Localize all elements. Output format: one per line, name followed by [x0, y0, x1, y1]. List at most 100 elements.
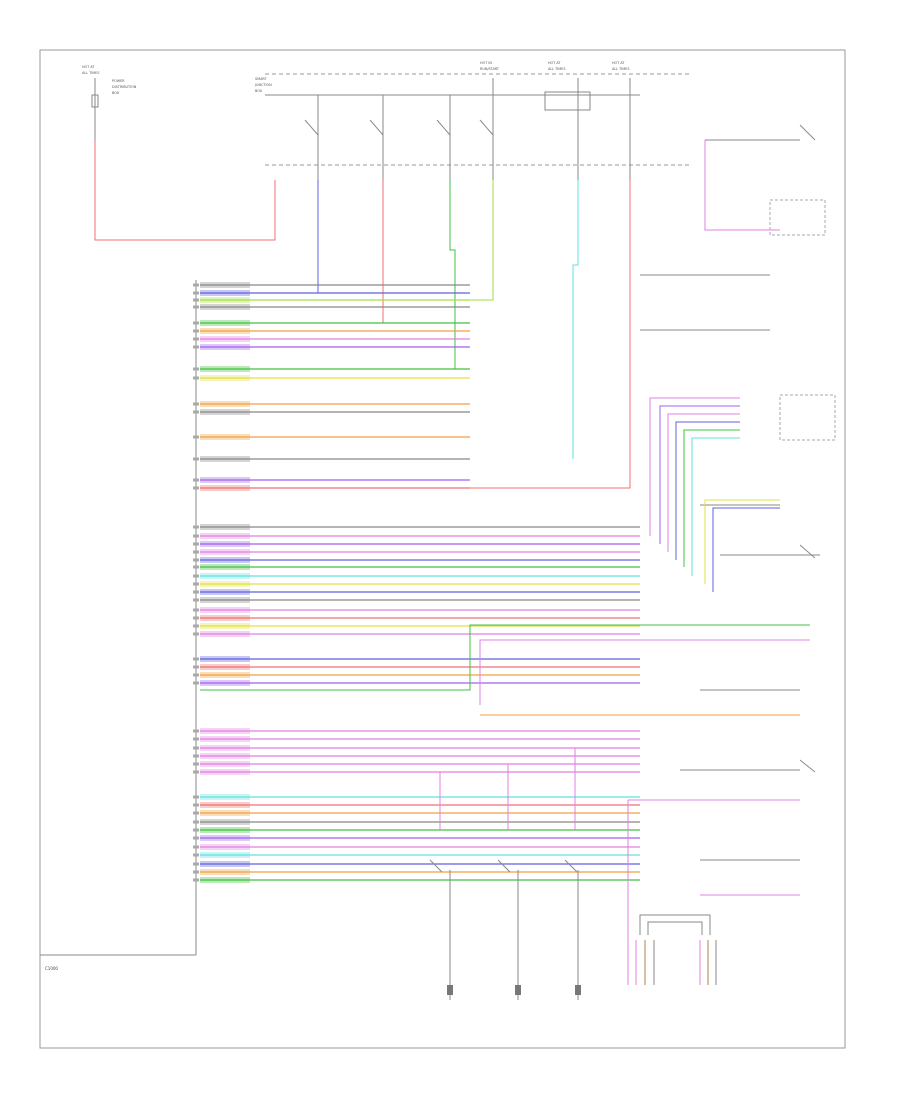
pin-32 — [193, 673, 199, 677]
wire-band-40 — [200, 794, 250, 800]
wire-band-17 — [200, 533, 250, 539]
pin-39 — [193, 770, 199, 774]
wire-band-41 — [200, 802, 250, 808]
pin-1 — [193, 291, 199, 295]
wire-rows — [193, 282, 640, 883]
wire-band-26 — [200, 607, 250, 613]
pin-14 — [193, 478, 199, 482]
pin-15 — [193, 486, 199, 490]
wire-band-8 — [200, 366, 250, 372]
wire-band-29 — [200, 631, 250, 637]
wire-band-5 — [200, 328, 250, 334]
svg-text:HOT AT: HOT AT — [82, 65, 95, 69]
pin-9 — [193, 376, 199, 380]
svg-text:SMART: SMART — [255, 77, 268, 81]
wire-band-7 — [200, 344, 250, 350]
wire-band-27 — [200, 615, 250, 621]
pin-0 — [193, 283, 199, 287]
pin-16 — [193, 525, 199, 529]
pin-35 — [193, 737, 199, 741]
wire-band-42 — [200, 810, 250, 816]
pin-19 — [193, 550, 199, 554]
svg-text:RUN/START: RUN/START — [480, 67, 500, 71]
pin-41 — [193, 803, 199, 807]
svg-text:HOT AT: HOT AT — [548, 61, 561, 65]
wire-band-0 — [200, 282, 250, 288]
wire-band-43 — [200, 819, 250, 825]
pin-44 — [193, 828, 199, 832]
wire-band-50 — [200, 877, 250, 883]
wire-band-44 — [200, 827, 250, 833]
wire-band-32 — [200, 672, 250, 678]
bottom-switches — [429, 748, 581, 1000]
wire-band-23 — [200, 581, 250, 587]
wire-band-34 — [200, 728, 250, 734]
pin-30 — [193, 657, 199, 661]
pin-40 — [193, 795, 199, 799]
pin-45 — [193, 836, 199, 840]
wire-band-35 — [200, 736, 250, 742]
pin-6 — [193, 337, 199, 341]
wire-band-37 — [200, 753, 250, 759]
wire-band-47 — [200, 852, 250, 858]
pin-11 — [193, 410, 199, 414]
pin-38 — [193, 762, 199, 766]
pin-3 — [193, 305, 199, 309]
svg-text:BOX: BOX — [112, 91, 120, 95]
wire-band-10 — [200, 401, 250, 407]
wire-band-16 — [200, 524, 250, 530]
svg-text:DISTRIBUTION: DISTRIBUTION — [112, 85, 137, 89]
svg-text:ALL TIMES: ALL TIMES — [548, 67, 565, 71]
wire-band-36 — [200, 745, 250, 751]
wire-band-30 — [200, 656, 250, 662]
wire-band-2 — [200, 297, 250, 303]
pin-2 — [193, 298, 199, 302]
pin-36 — [193, 746, 199, 750]
wire-band-12 — [200, 434, 250, 440]
pin-47 — [193, 853, 199, 857]
wire-band-11 — [200, 409, 250, 415]
pin-49 — [193, 870, 199, 874]
connector-label: C1000 — [45, 966, 58, 971]
pin-22 — [193, 574, 199, 578]
wire-band-31 — [200, 664, 250, 670]
wire-band-6 — [200, 336, 250, 342]
pin-20 — [193, 558, 199, 562]
svg-text:JUNCTION: JUNCTION — [254, 83, 272, 87]
wire-band-24 — [200, 589, 250, 595]
pin-4 — [193, 321, 199, 325]
svg-text:ALL TIMES: ALL TIMES — [612, 67, 629, 71]
wire-band-20 — [200, 557, 250, 563]
bottom-harness — [627, 800, 717, 985]
pin-18 — [193, 542, 199, 546]
wire-band-48 — [200, 861, 250, 867]
wire-band-14 — [200, 477, 250, 483]
wire-band-18 — [200, 541, 250, 547]
pin-50 — [193, 878, 199, 882]
wire-band-49 — [200, 869, 250, 875]
wire-band-38 — [200, 761, 250, 767]
svg-text:HOT IN: HOT IN — [480, 61, 492, 65]
wire-band-28 — [200, 623, 250, 629]
pin-12 — [193, 435, 199, 439]
svg-text:POWER: POWER — [112, 79, 125, 83]
pin-42 — [193, 811, 199, 815]
wire-band-4 — [200, 320, 250, 326]
wire-band-13 — [200, 456, 250, 462]
wire-band-46 — [200, 844, 250, 850]
right-bus — [200, 397, 810, 705]
wire-band-25 — [200, 597, 250, 603]
pin-34 — [193, 729, 199, 733]
pin-26 — [193, 608, 199, 612]
wire-band-3 — [200, 304, 250, 310]
power-rails — [265, 73, 690, 166]
pin-23 — [193, 582, 199, 586]
pin-24 — [193, 590, 199, 594]
wire-band-45 — [200, 835, 250, 841]
pin-17 — [193, 534, 199, 538]
wire-band-19 — [200, 549, 250, 555]
diagram-frame — [39, 49, 846, 1049]
svg-text:HOT AT: HOT AT — [612, 61, 625, 65]
wire-band-1 — [200, 290, 250, 296]
